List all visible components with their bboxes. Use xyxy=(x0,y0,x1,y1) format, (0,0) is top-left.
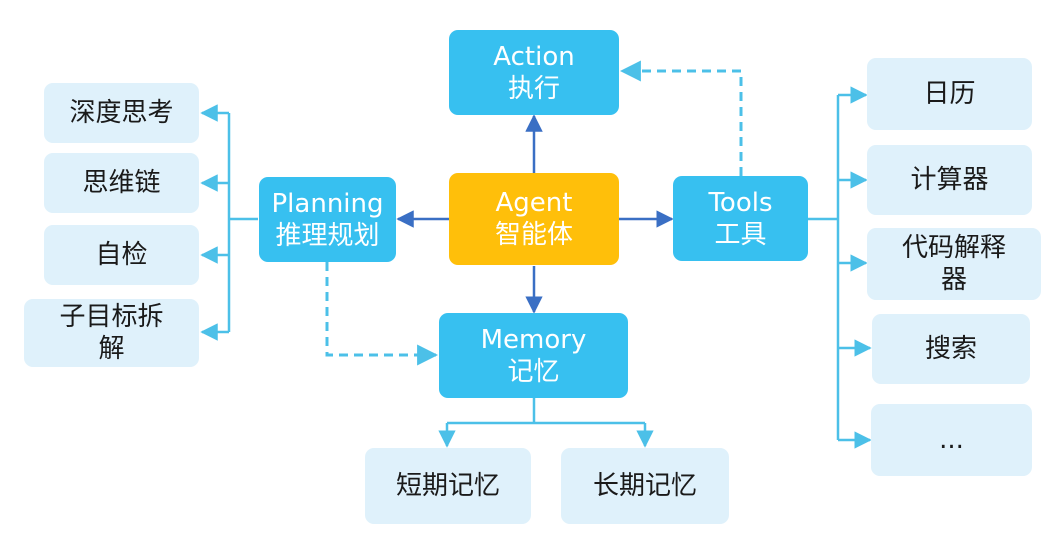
memory-label-en: Memory xyxy=(480,324,587,355)
planning-item-subgoal-decomposition: 子目标拆 解 xyxy=(24,299,199,367)
planning-item-label: 思维链 xyxy=(82,168,161,198)
memory-item-label: 长期记忆 xyxy=(592,471,697,501)
planning-item-chain-of-thought: 思维链 xyxy=(44,153,199,213)
planning-item-label: 深度思考 xyxy=(69,98,174,128)
tools-item-calculator: 计算器 xyxy=(867,145,1032,215)
tools-item-search: 搜索 xyxy=(872,314,1030,384)
planning-item-label: 子目标拆 xyxy=(59,302,164,332)
tools-item-code-interpreter: 代码解释 器 xyxy=(867,228,1041,300)
tools-item-more: ... xyxy=(871,404,1032,476)
planning-label-zh: 推理规划 xyxy=(275,220,380,251)
tools-item-label: 计算器 xyxy=(910,165,989,195)
tools-item-label: 搜索 xyxy=(924,334,977,364)
memory-item-short-term: 短期记忆 xyxy=(365,448,531,524)
tools-node: Tools 工具 xyxy=(673,176,808,261)
tools-item-label: 代码解释 xyxy=(901,233,1006,263)
memory-item-label: 短期记忆 xyxy=(395,471,500,501)
tools-label-zh: 工具 xyxy=(714,219,767,250)
action-node: Action 执行 xyxy=(449,30,619,115)
planning-item-label: 解 xyxy=(98,334,125,364)
memory-label-zh: 记忆 xyxy=(507,356,560,387)
action-label-zh: 执行 xyxy=(507,73,560,104)
agent-label-en: Agent xyxy=(495,188,573,218)
planning-node: Planning 推理规划 xyxy=(259,177,396,262)
planning-item-self-check: 自检 xyxy=(44,225,199,285)
planning-item-label: 自检 xyxy=(95,240,148,270)
planning-item-deep-thinking: 深度思考 xyxy=(44,83,199,143)
tools-item-label: 日历 xyxy=(923,79,976,109)
agent-label-zh: 智能体 xyxy=(494,220,573,250)
agent-node: Agent 智能体 xyxy=(449,173,619,265)
memory-node: Memory 记忆 xyxy=(439,313,628,398)
arrow-planning-to-memory xyxy=(325,262,439,366)
action-label-en: Action xyxy=(493,41,575,72)
arrow-tools-to-action xyxy=(619,60,743,176)
tools-label-en: Tools xyxy=(708,187,773,218)
planning-label-en: Planning xyxy=(271,188,384,219)
tools-item-calendar: 日历 xyxy=(867,58,1032,130)
tools-item-label: ... xyxy=(939,425,964,455)
tools-item-label: 器 xyxy=(940,265,967,295)
memory-item-long-term: 长期记忆 xyxy=(561,448,729,524)
